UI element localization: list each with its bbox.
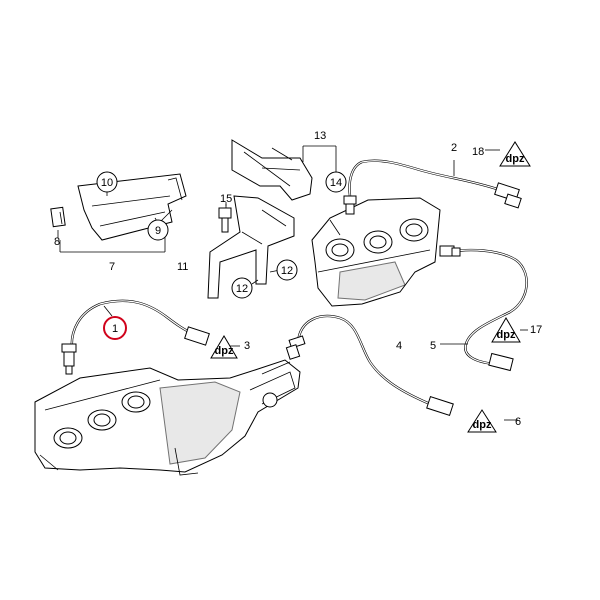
warning-triangle-icon-3: dpz	[210, 335, 238, 359]
svg-text:dpz: dpz	[506, 153, 525, 165]
callout-13-label: 13	[314, 130, 326, 142]
callout-12-a-label: 12	[236, 283, 248, 295]
callout-12-b: 12	[276, 259, 298, 281]
callout-12-a: 12	[231, 277, 253, 299]
callout-18-label: 18	[472, 146, 484, 158]
callout-12-b-label: 12	[281, 265, 293, 277]
callout-14: 14	[325, 171, 347, 193]
callout-3-label: 3	[244, 340, 250, 352]
mounting-bracket-assembly	[207, 195, 295, 299]
warning-triangle-icon-6: dpz	[467, 409, 497, 433]
svg-text:dpz: dpz	[215, 345, 234, 357]
upper-heat-shield-bracket	[231, 139, 313, 201]
leader-lines	[59, 145, 528, 421]
front-exhaust-manifold-catalytic-converter	[34, 359, 301, 476]
callout-8-label: 8	[54, 236, 60, 248]
rear-exhaust-manifold-catalytic-converter	[311, 197, 441, 307]
svg-text:dpz: dpz	[473, 419, 492, 431]
callout-17-label: 17	[530, 324, 542, 336]
callout-11-label: 11	[177, 261, 188, 273]
warning-triangle-icon-18: dpz	[499, 141, 531, 167]
callout-1-label: 1	[112, 323, 118, 335]
warning-triangle-icon-17: dpz	[491, 317, 521, 343]
callout-1: 1	[103, 316, 127, 340]
callout-7-label: 7	[109, 261, 115, 273]
callout-14-label: 14	[330, 177, 342, 189]
callout-2-label: 2	[451, 142, 457, 154]
callout-9-label: 9	[155, 225, 161, 237]
callout-5-label: 5	[430, 340, 436, 352]
svg-text:dpz: dpz	[497, 329, 516, 341]
callout-10-label: 10	[101, 177, 113, 189]
oxygen-sensor-5	[439, 245, 528, 372]
callout-15-label: 15	[220, 193, 232, 205]
callout-10: 10	[96, 171, 118, 193]
oxygen-sensor-1	[61, 299, 210, 375]
callout-4-label: 4	[396, 340, 402, 352]
callout-9: 9	[147, 219, 169, 241]
oxygen-sensor-2	[343, 159, 522, 215]
oxygen-sensor-4	[285, 314, 454, 417]
callout-6-label: 6	[515, 416, 521, 428]
